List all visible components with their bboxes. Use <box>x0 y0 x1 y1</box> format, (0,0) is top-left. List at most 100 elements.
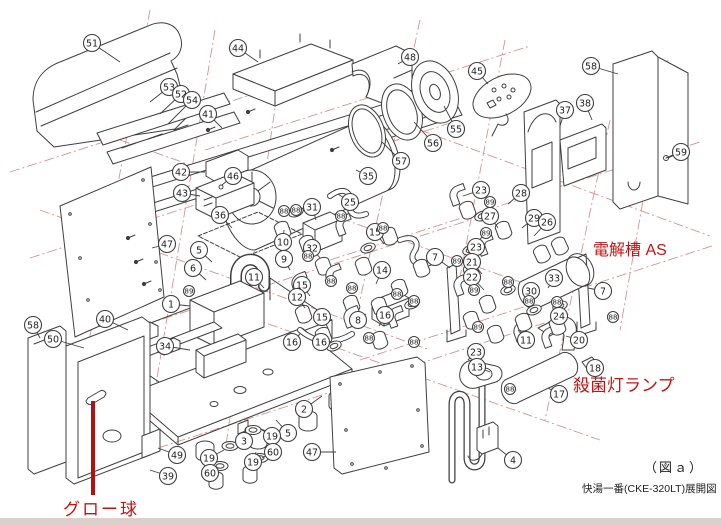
svg-text:29: 29 <box>528 213 540 224</box>
svg-text:56: 56 <box>427 138 439 149</box>
svg-text:19: 19 <box>203 453 215 464</box>
part-callout-47: 47 <box>151 234 177 254</box>
svg-text:88: 88 <box>292 207 301 215</box>
svg-text:15: 15 <box>369 227 381 238</box>
part-callout-11: 11 <box>516 329 536 350</box>
vent-cover <box>232 33 354 107</box>
svg-text:89: 89 <box>453 258 462 266</box>
part-callout-13: 13 <box>467 357 491 377</box>
part-callout-2: 2 <box>294 395 323 419</box>
part-callout-57: 57 <box>381 141 411 171</box>
part-callout-6: 6 <box>183 258 207 281</box>
part-callout-20: 20 <box>565 330 589 350</box>
part-callout-54: 54 <box>167 90 202 125</box>
part-callout-40: 40 <box>95 309 129 331</box>
part-callout-58: 58 <box>23 315 43 339</box>
part-callout-49: 49 <box>157 445 187 465</box>
svg-text:20: 20 <box>573 335 585 346</box>
left-side-panel <box>59 166 165 338</box>
electrolysis-annotation: 電解槽 AS <box>593 242 667 259</box>
svg-text:39: 39 <box>162 471 174 482</box>
svg-text:35: 35 <box>362 171 374 182</box>
part-callout-89: 89 <box>471 320 485 334</box>
part-callout-60: 60 <box>261 442 283 462</box>
part-callout-45: 45 <box>467 61 489 85</box>
part-callout-19: 19 <box>243 451 263 472</box>
svg-text:10: 10 <box>277 237 289 248</box>
svg-text:58: 58 <box>27 320 39 331</box>
svg-text:23: 23 <box>470 347 482 358</box>
part-callout-37: 37 <box>555 100 575 127</box>
part-callout-88: 88 <box>376 221 390 235</box>
part-callout-31: 31 <box>302 197 322 221</box>
part-callout-88: 88 <box>289 203 303 217</box>
part-callout-88: 88 <box>301 249 315 263</box>
part-callout-48: 48 <box>397 47 420 67</box>
svg-text:89: 89 <box>185 288 194 296</box>
part-callout-88: 88 <box>277 204 291 218</box>
svg-text:60: 60 <box>267 447 279 458</box>
part-callout-55: 55 <box>443 105 466 139</box>
svg-text:52: 52 <box>175 89 187 100</box>
svg-text:3: 3 <box>241 436 247 447</box>
part-callout-27: 27 <box>480 206 500 229</box>
svg-text:7: 7 <box>600 286 606 297</box>
part-callout-46: 46 <box>221 166 243 186</box>
svg-text:89: 89 <box>470 287 479 295</box>
part-callout-35: 35 <box>355 166 378 186</box>
svg-text:32: 32 <box>306 243 318 254</box>
part-callout-15: 15 <box>292 275 312 297</box>
part-callout-44: 44 <box>228 38 259 63</box>
svg-text:11: 11 <box>520 335 532 346</box>
part-callout-16: 16 <box>282 332 302 352</box>
part-callout-59: 59 <box>667 142 691 162</box>
svg-text:37: 37 <box>559 105 571 116</box>
part-callout-89: 89 <box>483 195 497 209</box>
svg-text:40: 40 <box>99 314 111 325</box>
part-callout-9: 9 <box>274 249 294 271</box>
svg-text:88: 88 <box>525 298 534 306</box>
control-panel <box>472 73 532 137</box>
part-callout-12: 12 <box>287 287 307 309</box>
svg-text:88: 88 <box>506 386 515 394</box>
svg-text:46: 46 <box>227 171 239 182</box>
part-callout-47: 47 <box>302 442 336 462</box>
part-callout-51: 51 <box>82 33 121 63</box>
svg-text:60: 60 <box>204 468 216 479</box>
part-callout-5: 5 <box>189 240 213 263</box>
svg-text:45: 45 <box>471 66 483 77</box>
svg-text:31: 31 <box>306 202 318 213</box>
svg-text:8: 8 <box>355 315 361 326</box>
svg-text:36: 36 <box>214 210 226 221</box>
part-callout-88: 88 <box>362 331 376 345</box>
part-callout-15: 15 <box>312 307 332 329</box>
part-callout-17: 17 <box>547 384 569 404</box>
svg-text:30: 30 <box>525 286 537 297</box>
svg-text:33: 33 <box>548 273 560 284</box>
fan-wheel <box>411 60 459 124</box>
svg-text:21: 21 <box>466 257 478 268</box>
part-callout-60: 60 <box>200 463 220 483</box>
svg-text:19: 19 <box>247 457 259 468</box>
svg-text:15: 15 <box>316 312 328 323</box>
power-plug <box>467 421 499 461</box>
svg-text:38: 38 <box>579 98 591 109</box>
svg-text:15: 15 <box>296 280 308 291</box>
svg-text:5: 5 <box>285 428 291 439</box>
svg-text:18: 18 <box>589 363 601 374</box>
svg-text:89: 89 <box>486 199 495 207</box>
svg-text:9: 9 <box>281 254 287 265</box>
part-callout-16: 16 <box>311 332 331 352</box>
svg-text:14: 14 <box>376 265 388 276</box>
svg-text:34: 34 <box>159 341 171 352</box>
svg-text:22: 22 <box>466 272 478 283</box>
part-callout-50: 50 <box>43 329 85 349</box>
part-callout-7: 7 <box>587 281 613 301</box>
part-callout-7: 7 <box>425 247 451 269</box>
svg-text:23: 23 <box>475 185 487 196</box>
svg-text:55: 55 <box>450 124 462 135</box>
svg-text:42: 42 <box>175 167 187 178</box>
part-callout-89: 89 <box>182 284 196 298</box>
part-callout-4: 4 <box>497 447 523 470</box>
